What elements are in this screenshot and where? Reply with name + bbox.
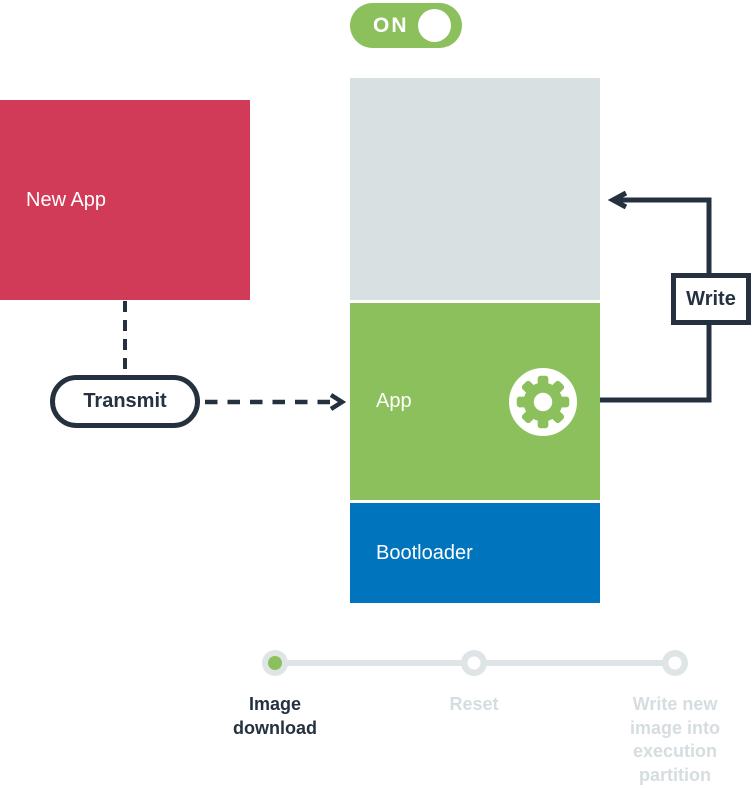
write-box: Write — [671, 273, 751, 325]
step-dot-active-fill — [268, 656, 282, 670]
new-app-block: New App — [0, 100, 250, 300]
arrowhead-right — [329, 393, 347, 411]
arrowhead-left — [607, 190, 628, 210]
toggle-knob-icon — [418, 9, 451, 42]
app-label: App — [376, 390, 412, 412]
bootloader-label: Bootloader — [376, 541, 473, 564]
step-dot-inactive-fill — [467, 656, 481, 670]
new-app-label: New App — [26, 188, 107, 211]
transmit-button[interactable]: Transmit — [50, 375, 200, 428]
step-dot-image-download — [262, 650, 288, 676]
step-dot-inactive-fill — [668, 656, 682, 670]
memory-bootloader-section: Bootloader — [350, 503, 600, 603]
transmit-label: Transmit — [83, 390, 167, 412]
on-toggle[interactable]: ON — [350, 3, 462, 48]
write-label: Write — [686, 287, 736, 310]
step-label-reset: Reset — [449, 694, 499, 714]
step-dot-reset — [461, 650, 487, 676]
toggle-label: ON — [373, 13, 409, 37]
memory-app-section: App — [350, 303, 600, 500]
step-label-write-new-image: Write new image into execution partition — [629, 694, 720, 785]
memory-column: App — [350, 78, 600, 603]
memory-free-section — [350, 78, 600, 300]
step-label-image-download: Image download — [233, 694, 317, 738]
gear-icon — [508, 367, 578, 437]
step-dot-write-new-image — [662, 650, 688, 676]
